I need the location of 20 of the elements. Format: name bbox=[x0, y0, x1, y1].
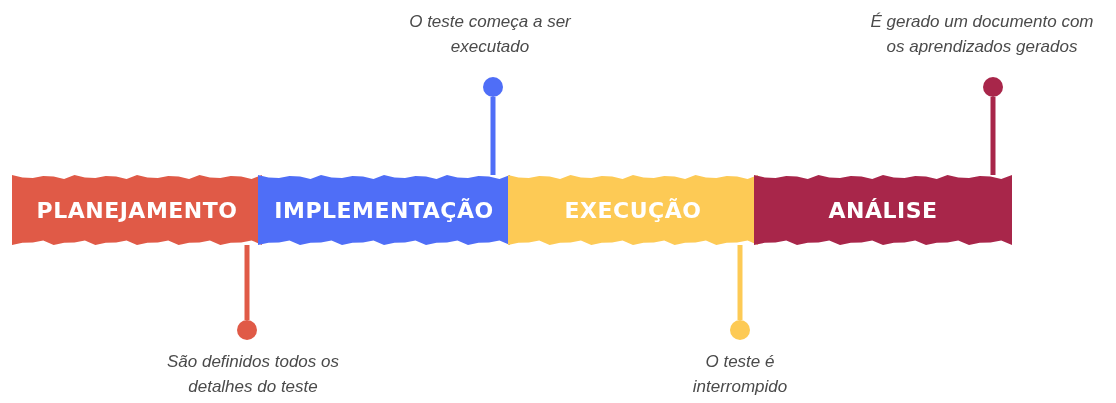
phase-label: EXECUÇÃO bbox=[564, 197, 702, 223]
annotation-text: O teste começa a ser executado bbox=[408, 11, 572, 58]
pin-line bbox=[737, 245, 743, 320]
pin-dot bbox=[483, 77, 503, 97]
pin-line bbox=[990, 97, 996, 175]
pin-dot bbox=[237, 320, 257, 340]
pin-line bbox=[244, 245, 250, 320]
pin-dot bbox=[983, 77, 1003, 97]
phase-band bbox=[258, 175, 510, 245]
phase-band bbox=[508, 175, 758, 245]
pin-dot bbox=[730, 320, 750, 340]
phase-label: PLANEJAMENTO bbox=[36, 197, 238, 223]
phase-band bbox=[12, 175, 262, 245]
annotation-text: É gerado um documento com os aprendizados gerados bbox=[869, 11, 1095, 58]
annotation-text: O teste é interrompido bbox=[691, 351, 789, 398]
annotation-text: São definidos todos os detalhes do teste bbox=[166, 351, 340, 398]
phase-label: ANÁLISE bbox=[828, 197, 938, 223]
pin-line bbox=[490, 97, 496, 175]
phase-band bbox=[754, 175, 1012, 245]
phase-label: IMPLEMENTAÇÃO bbox=[274, 197, 494, 223]
